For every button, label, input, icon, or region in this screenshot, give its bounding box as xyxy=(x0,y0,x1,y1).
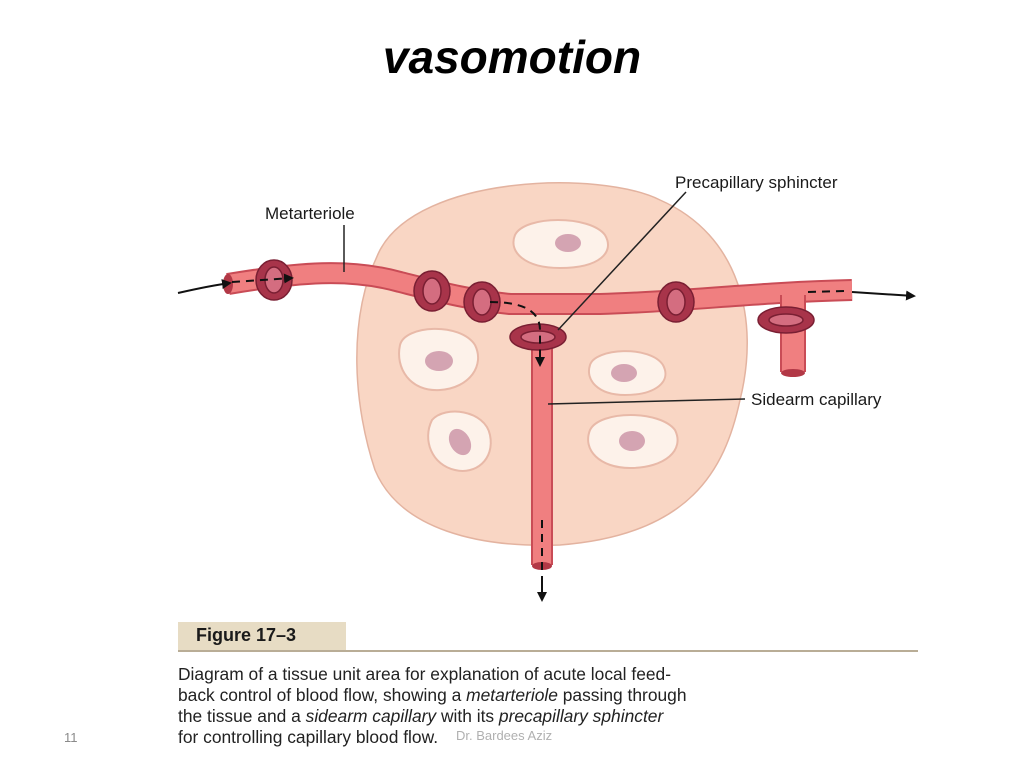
tissue-cells xyxy=(398,219,679,472)
caption-line-2: back control of blood flow, showing a me… xyxy=(178,685,938,706)
figure-caption: Diagram of a tissue unit area for explan… xyxy=(178,664,938,748)
precapillary-sphincter-leader xyxy=(557,191,687,331)
caption-line-4: for controlling capillary blood flow. xyxy=(178,727,439,747)
slide-number: 11 xyxy=(64,730,78,745)
flow-arrow-out-right xyxy=(851,290,916,301)
caption-emphasis: sidearm capillary xyxy=(305,706,437,726)
caption-line-3: the tissue and a sidearm capillary with … xyxy=(178,706,938,727)
sphincter-ring xyxy=(413,270,451,312)
caption-text: with its xyxy=(436,706,499,726)
tissue-cell xyxy=(587,414,679,470)
caption-text: the tissue and a xyxy=(178,706,306,726)
caption-emphasis: precapillary sphincter xyxy=(498,706,664,726)
tissue-cell xyxy=(427,410,492,472)
figure-number: Figure 17–3 xyxy=(196,625,297,645)
slide-footer: Dr. Bardees Aziz xyxy=(456,728,553,743)
sphincter-ring xyxy=(657,281,695,323)
tissue-cell xyxy=(587,350,667,397)
caption-line-1: Diagram of a tissue unit area for explan… xyxy=(178,664,672,684)
caption-text: back control of blood flow, showing a xyxy=(178,685,467,705)
sidearm-capillary-leader xyxy=(547,398,746,405)
metarteriole-label: Metarteriole xyxy=(265,204,355,223)
flow-arrow-right-dashed xyxy=(807,290,847,293)
figure-header-rule xyxy=(178,622,918,652)
flow-arrows xyxy=(177,273,916,602)
leader-lines xyxy=(343,191,746,405)
precapillary-sphincter-ring xyxy=(509,323,567,351)
flow-arrow-branch-dashed xyxy=(489,301,545,367)
tissue-cell xyxy=(512,219,609,270)
sphincter-ring xyxy=(463,281,501,323)
sidearm-capillary-label: Sidearm capillary xyxy=(751,390,882,409)
figure-number-box xyxy=(178,622,346,650)
flow-arrow-in-dashed xyxy=(231,273,294,284)
caption-text: passing through xyxy=(557,685,687,705)
caption-emphasis: metarteriole xyxy=(466,685,558,705)
sphincter-ring xyxy=(757,306,815,334)
sphincter-rings xyxy=(255,259,815,351)
tissue-cell xyxy=(398,327,480,392)
precapillary-sphincter-label: Precapillary sphincter xyxy=(675,173,838,192)
flow-arrow-in xyxy=(177,279,232,294)
slide-title: vasomotion xyxy=(382,31,642,83)
